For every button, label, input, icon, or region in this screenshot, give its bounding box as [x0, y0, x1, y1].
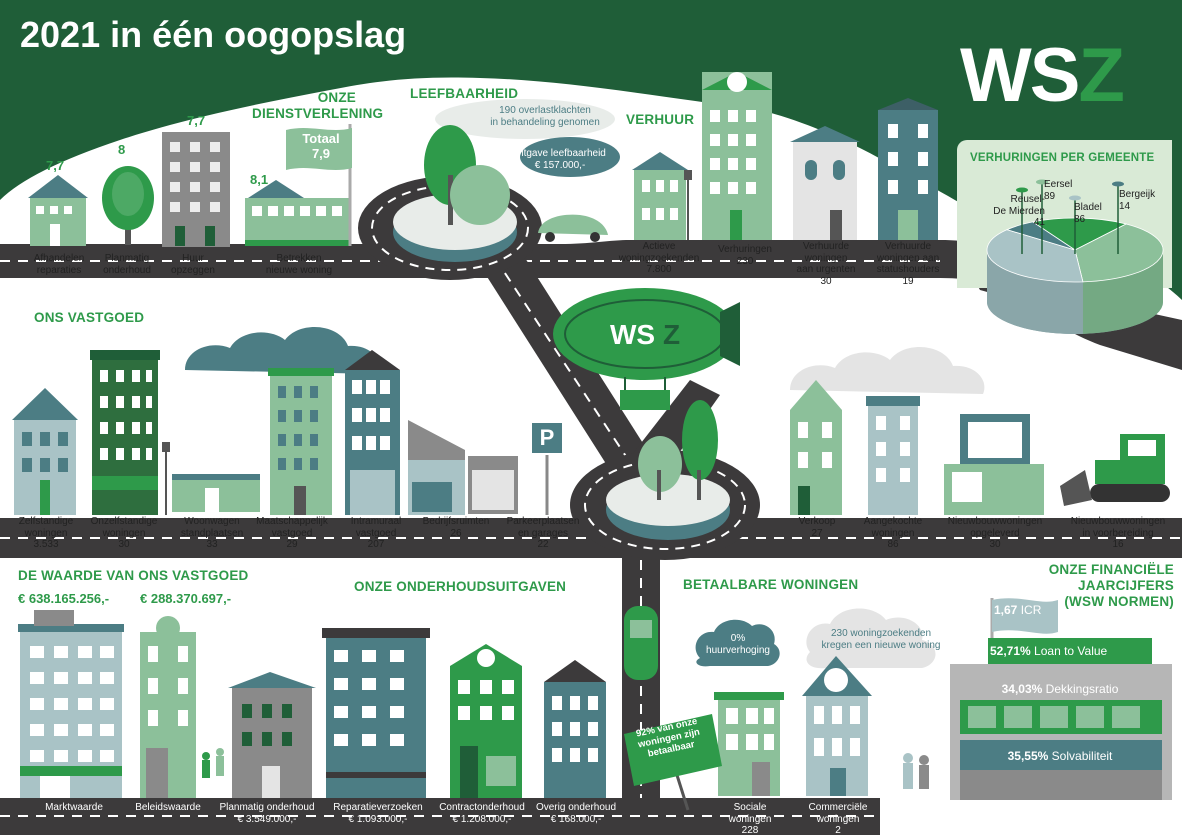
parking-sign: P [539, 425, 555, 450]
betaalbaar-title: BETAALBARE WONINGEN [683, 577, 859, 592]
pie-stem-dot-1 [1036, 179, 1048, 185]
label-reparatieverzoeken: Reparatieverzoeken€ 1.093.000,- [333, 802, 423, 825]
spend-cloud: Uitgave leefbaarheid€ 157.000,- [514, 148, 606, 171]
huurverhoging-cloud: 0%huurverhoging [706, 633, 770, 656]
onderhoud-title: ONZE ONDERHOUDSUITGAVEN [354, 579, 567, 594]
gemeente-title: VERHURINGEN PER GEMEENTE [970, 152, 1155, 164]
wsz-logo: WSZ [960, 33, 1125, 118]
dienstverlening-buildings [28, 124, 352, 247]
page-title: 2021 in één oogopslag [20, 14, 407, 55]
dekkingsratio-metric: 34,03% Dekkingsratio [1001, 682, 1119, 696]
svg-text:Z: Z [663, 319, 680, 350]
verhuur-title: VERHUUR [626, 112, 695, 127]
waarde-title: DE WAARDE VAN ONS VASTGOED [18, 568, 249, 583]
pie-slice-3 [1005, 221, 1076, 251]
svg-text:WS: WS [610, 319, 655, 350]
financieel-title: ONZE FINANCIËLE JAARCIJFERS (WSW NORMEN) [1048, 562, 1174, 609]
top-road [0, 240, 1182, 360]
label-marktwaarde: Marktwaarde [45, 802, 103, 813]
leefbaarheid-title: LEEFBAARHEID [410, 86, 519, 101]
label-contractonderhoud: Contractonderhoud€ 1.208.000,- [439, 802, 525, 825]
vastgoed-buildings [12, 327, 1170, 515]
pie-slice-2 [986, 229, 1084, 283]
diagonal-road [470, 250, 660, 470]
pie-stem-dot-2 [1069, 195, 1081, 201]
score-planmatig: 8 [118, 142, 126, 157]
wsz-blimp: WS Z [553, 288, 740, 410]
vastgoed-title: ONS VASTGOED [34, 310, 145, 325]
score-huur: 7,7 [187, 113, 206, 128]
ltv-metric: 52,71% Loan to Value [990, 644, 1108, 658]
label-overig-onderhoud: Overig onderhoud€ 168.000,- [535, 802, 617, 825]
icr-metric: 1,67 ICR [994, 603, 1042, 617]
pie-side-1 [1082, 250, 1163, 334]
score-betrekken: 8,1 [250, 172, 269, 187]
label-planmatig-onderhoud: Planmatig onderhoud€ 3.549.000,- [219, 802, 315, 825]
betaalbaar-sign [624, 714, 722, 811]
total-flag: Totaal 7,9 [302, 131, 340, 161]
betaalbaar-visual [695, 608, 936, 796]
gemeente-pie-chart [986, 179, 1164, 334]
markt-value: € 638.165.256,- [18, 591, 110, 606]
label-beleidswaarde: Beleidswaarde [135, 802, 201, 813]
score-afhandelen: 7,7 [46, 158, 65, 173]
beleid-value: € 288.370.697,- [140, 591, 232, 606]
waarde-onderhoud-buildings [18, 606, 658, 798]
header-background [0, 0, 1182, 300]
leefbaarheid-visual [424, 99, 620, 242]
pie-stem-dot-0 [1016, 187, 1028, 193]
dienstverlening-title: ONZE DIENSTVERLENING [252, 90, 384, 121]
financieel-building [950, 598, 1172, 800]
pie-stem-dot-3 [1112, 181, 1124, 187]
pie-side-2 [987, 250, 1083, 334]
pie-slice-1 [1074, 223, 1164, 283]
verhuur-buildings [632, 72, 938, 240]
solvabiliteit-metric: 35,55% Solvabiliteit [1007, 749, 1113, 763]
pie-slice-0 [1031, 217, 1128, 251]
